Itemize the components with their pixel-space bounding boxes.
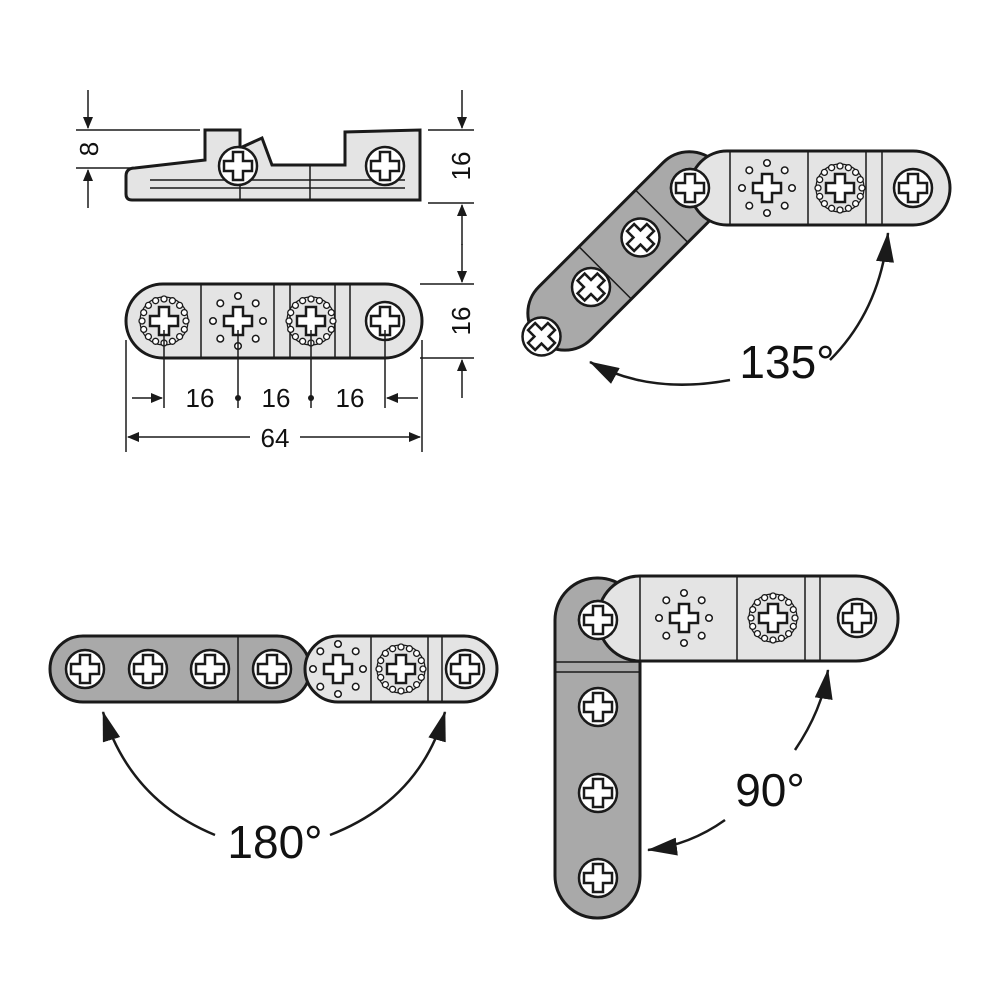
side-view [124, 128, 422, 202]
angle-90-label: 90° [735, 764, 805, 816]
dim-height-plan: 16 [446, 307, 476, 336]
hinge-180 [48, 634, 499, 837]
dim-pitch-3: 16 [336, 383, 365, 413]
dim-overall-length: 64 [261, 423, 290, 453]
dimension-lines [76, 90, 474, 452]
dim-height-side: 16 [446, 152, 476, 181]
hinge-135 [513, 149, 952, 386]
angle-180-label: 180° [227, 816, 322, 868]
plan-view [124, 282, 424, 360]
dim-height-top: 8 [74, 142, 104, 156]
angle-135-label: 135° [739, 336, 834, 388]
hinge-90 [553, 574, 900, 920]
dim-pitch-1: 16 [186, 383, 215, 413]
dim-pitch-2: 16 [262, 383, 291, 413]
